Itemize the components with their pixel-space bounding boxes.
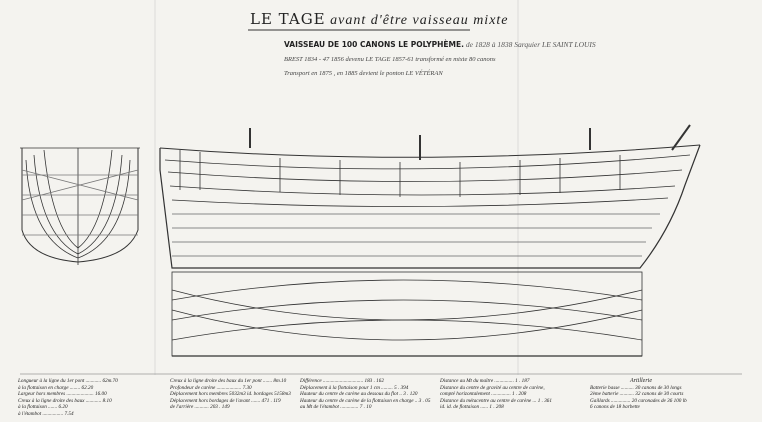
artillery-row: Batterie basse .......... 30 canons de 3…: [590, 384, 682, 391]
dimensions-table-2: Creux à la ligne droite des baux du 1er …: [170, 378, 320, 411]
dim-row: Hauteur du centre de carène de la flotta…: [300, 397, 431, 404]
dim-row: Creux à la ligne droite des baux du 1er …: [170, 378, 287, 384]
title-rest: avant d'être vaisseau mixte: [325, 13, 509, 28]
subtitle-line-1: VAISSEAU DE 100 CANONS LE POLYPHÈME. de …: [284, 40, 596, 49]
dim-row: Distance du métacentre au centre de carè…: [440, 397, 552, 404]
dim-row: Profondeur de carène ...................…: [170, 384, 252, 391]
dim-row: Déplacement hors bordages de l'avant ...…: [170, 397, 281, 404]
subtitle-printed: VAISSEAU DE 100 CANONS LE POLYPHÈME.: [284, 40, 464, 49]
subtitle-line-2: BREST 1834 - 47 1856 devenu LE TAGE 1857…: [284, 56, 496, 63]
dim-row: Largeur hors membres ...................…: [18, 391, 107, 397]
dim-row: Différence .............................…: [300, 378, 384, 384]
dim-row: Longueur à la ligne du 1er pont ........…: [18, 378, 118, 384]
artillery-heading: Artillerie: [630, 378, 652, 384]
dim-row: compté horizontalement ............... 1…: [440, 391, 527, 397]
dim-row: Distance au Mt du maître ...............…: [440, 378, 530, 384]
dim-row: id. id. de flottaison ...... 1 . 208: [440, 404, 504, 410]
dim-row: à la flottaison ....... 6.20: [18, 404, 68, 410]
dim-row: de l'arrière ........... 203 . 149: [170, 404, 230, 410]
drawing-title: LE TAGE avant d'être vaisseau mixte: [250, 10, 509, 29]
artillery-row: 2ème batterie ........... 32 canons de 3…: [590, 391, 684, 397]
dimensions-table-3: Différence .............................…: [300, 378, 450, 411]
dim-row: à la flottaison en charge ........ 62.20: [18, 384, 94, 391]
dim-row: Déplacement hors membres 5032m3 id. bord…: [170, 391, 291, 397]
body-plan: [20, 147, 140, 265]
dim-row: au Mt de l'étambot .............. 7 . 10: [300, 404, 372, 410]
dim-row: Hauteur du centre de carène au dessous d…: [300, 391, 418, 397]
title-main: LE TAGE: [250, 10, 326, 28]
artillery-table: Artillerie Batterie basse .......... 30 …: [590, 378, 687, 411]
artillery-row: Gaillards ............... 20 caronades d…: [590, 397, 687, 404]
dim-row: Distance du centre de gravité au centre …: [440, 384, 545, 391]
sheer-plan: [159, 124, 701, 269]
subtitle-line-3: Transport en 1875 , en 1885 devient le p…: [284, 70, 443, 77]
half-breadth-plan: [171, 271, 643, 357]
dim-row: Creux à la ligne droite des baux .......…: [18, 397, 112, 404]
artillery-row: 6 canons de 18 barbette: [590, 404, 640, 410]
dim-row: à l'étambot ................ 7.54: [18, 410, 74, 417]
dimensions-table-1: Longueur à la ligne du 1er pont ........…: [18, 378, 168, 417]
dim-row: Déplacement à la flottaison pour 1 cm ..…: [300, 384, 409, 391]
subtitle-handwritten: de 1828 à 1838 Sarquier LE SAINT LOUIS: [464, 40, 596, 49]
dimensions-table-4: Distance au Mt du maître ...............…: [440, 378, 590, 411]
